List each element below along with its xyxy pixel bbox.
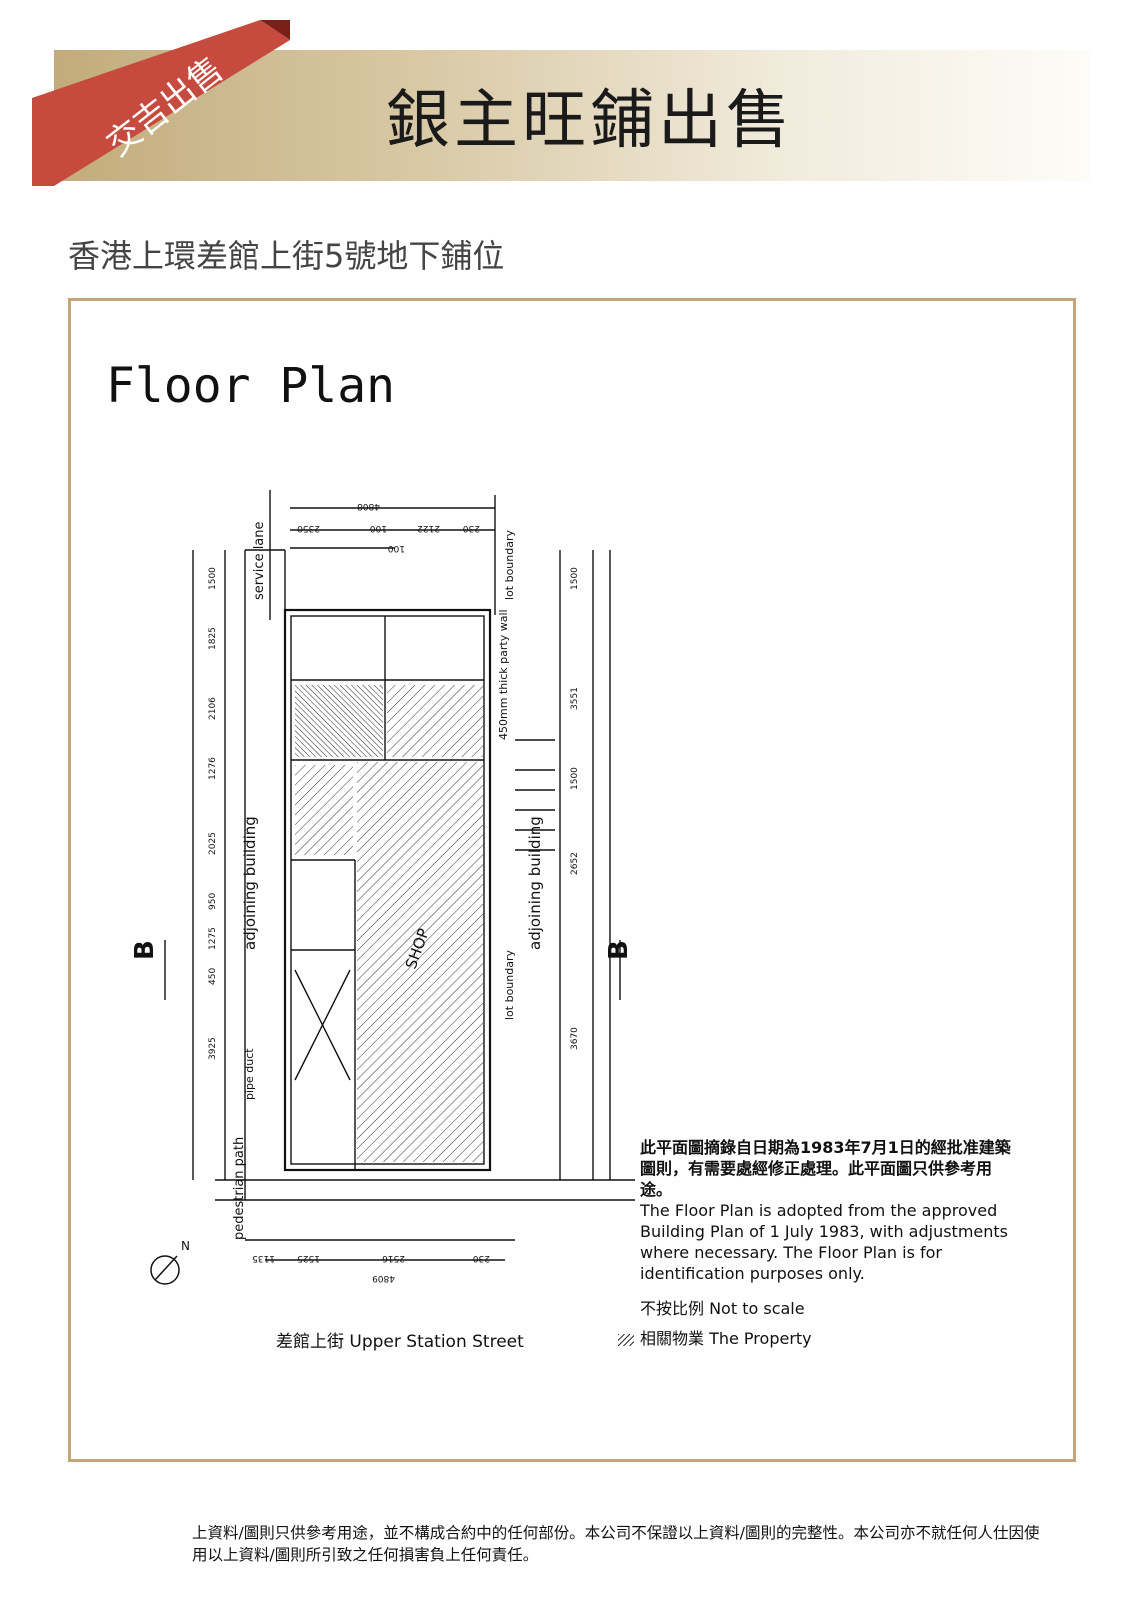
label-service-lane: service lane (252, 521, 267, 600)
dim-right-3: 2652 (570, 852, 580, 875)
label-pipe-duct: pipe duct (243, 1048, 256, 1100)
street-label: 差館上街 Upper Station Street (276, 1332, 524, 1352)
dim-right-1: 3551 (570, 687, 580, 710)
label-adjoining-left: adjoining building (241, 816, 259, 950)
section-b-left: B (130, 940, 160, 960)
dim-right-0: 1500 (570, 567, 580, 590)
label-party-wall: 450mm thick party wall (497, 609, 510, 740)
north-arrow-icon (150, 1255, 180, 1285)
label-pedestrian-path: pedestrian path (232, 1137, 247, 1240)
dim-left-5: 950 (208, 893, 218, 910)
dim-top-3: 2122 (417, 523, 440, 533)
dim-left-4: 2025 (208, 832, 218, 855)
disclaimer-text: 上資料/圖則只供參考用途，並不構成合約中的任何部份。本公司不保證以上資料/圖則的… (192, 1524, 1040, 1564)
property-address: 香港上環差館上街5號地下鋪位 (68, 237, 505, 275)
dim-top-4: 230 (463, 523, 480, 533)
section-b-right: B (604, 940, 634, 960)
dim-bottom-3: 230 (473, 1253, 490, 1263)
dim-left-2: 2106 (208, 697, 218, 720)
dim-right-4: 3670 (570, 1027, 580, 1050)
dim-bottom-1: 1525 (297, 1253, 320, 1263)
plan-outline (164, 490, 635, 1261)
dim-bottom-0: 1135 (252, 1253, 275, 1263)
property-legend: 相關物業 The Property (618, 1328, 940, 1350)
hatch-swatch-icon (618, 1333, 634, 1346)
ribbon-shape (32, 20, 290, 186)
floor-plan-note-chinese: 此平面圖摘錄自日期為1983年7月1日的經批准建築圖則，有需要處經修正處理。此平… (640, 1138, 1011, 1199)
property-hatch-toilet (295, 685, 383, 757)
dim-bottom-4: 4809 (372, 1273, 395, 1283)
dim-left-1: 1825 (208, 627, 218, 650)
dim-bottom-2: 2516 (382, 1253, 405, 1263)
dim-top-1: 2350 (297, 523, 320, 533)
dim-top-2: 100 (370, 523, 387, 533)
page-title: 銀主旺鋪出售 (386, 84, 794, 158)
floor-plan-note-english: The Floor Plan is adopted from the appro… (640, 1201, 1009, 1283)
dim-left-8: 3925 (208, 1037, 218, 1060)
label-lot-boundary-top: lot boundary (503, 530, 516, 600)
dim-left-6: 1275 (208, 927, 218, 950)
label-adjoining-right: adjoining building (526, 816, 544, 950)
property-hatch-main (357, 762, 483, 1162)
dim-top-0: 4808 (357, 501, 380, 511)
label-lot-boundary-right: lot boundary (503, 950, 516, 1020)
dim-left-3: 1276 (208, 757, 218, 780)
floor-plan-frame (68, 298, 1076, 1462)
not-to-scale-label: 不按比例 Not to scale (640, 1299, 805, 1318)
dim-left-0: 1500 (208, 567, 218, 590)
dim-right-2: 1500 (570, 767, 580, 790)
floor-plan-heading: Floor Plan (106, 358, 395, 414)
dim-top-5: 100 (388, 543, 405, 553)
dim-left-7: 450 (208, 968, 218, 985)
property-legend-label: 相關物業 The Property (640, 1329, 812, 1348)
north-label: N (181, 1239, 190, 1253)
vacant-sale-ribbon: 交吉出售 (20, 10, 310, 200)
floor-plan-drawing: service lane adjoining building adjoinin… (130, 490, 635, 1285)
